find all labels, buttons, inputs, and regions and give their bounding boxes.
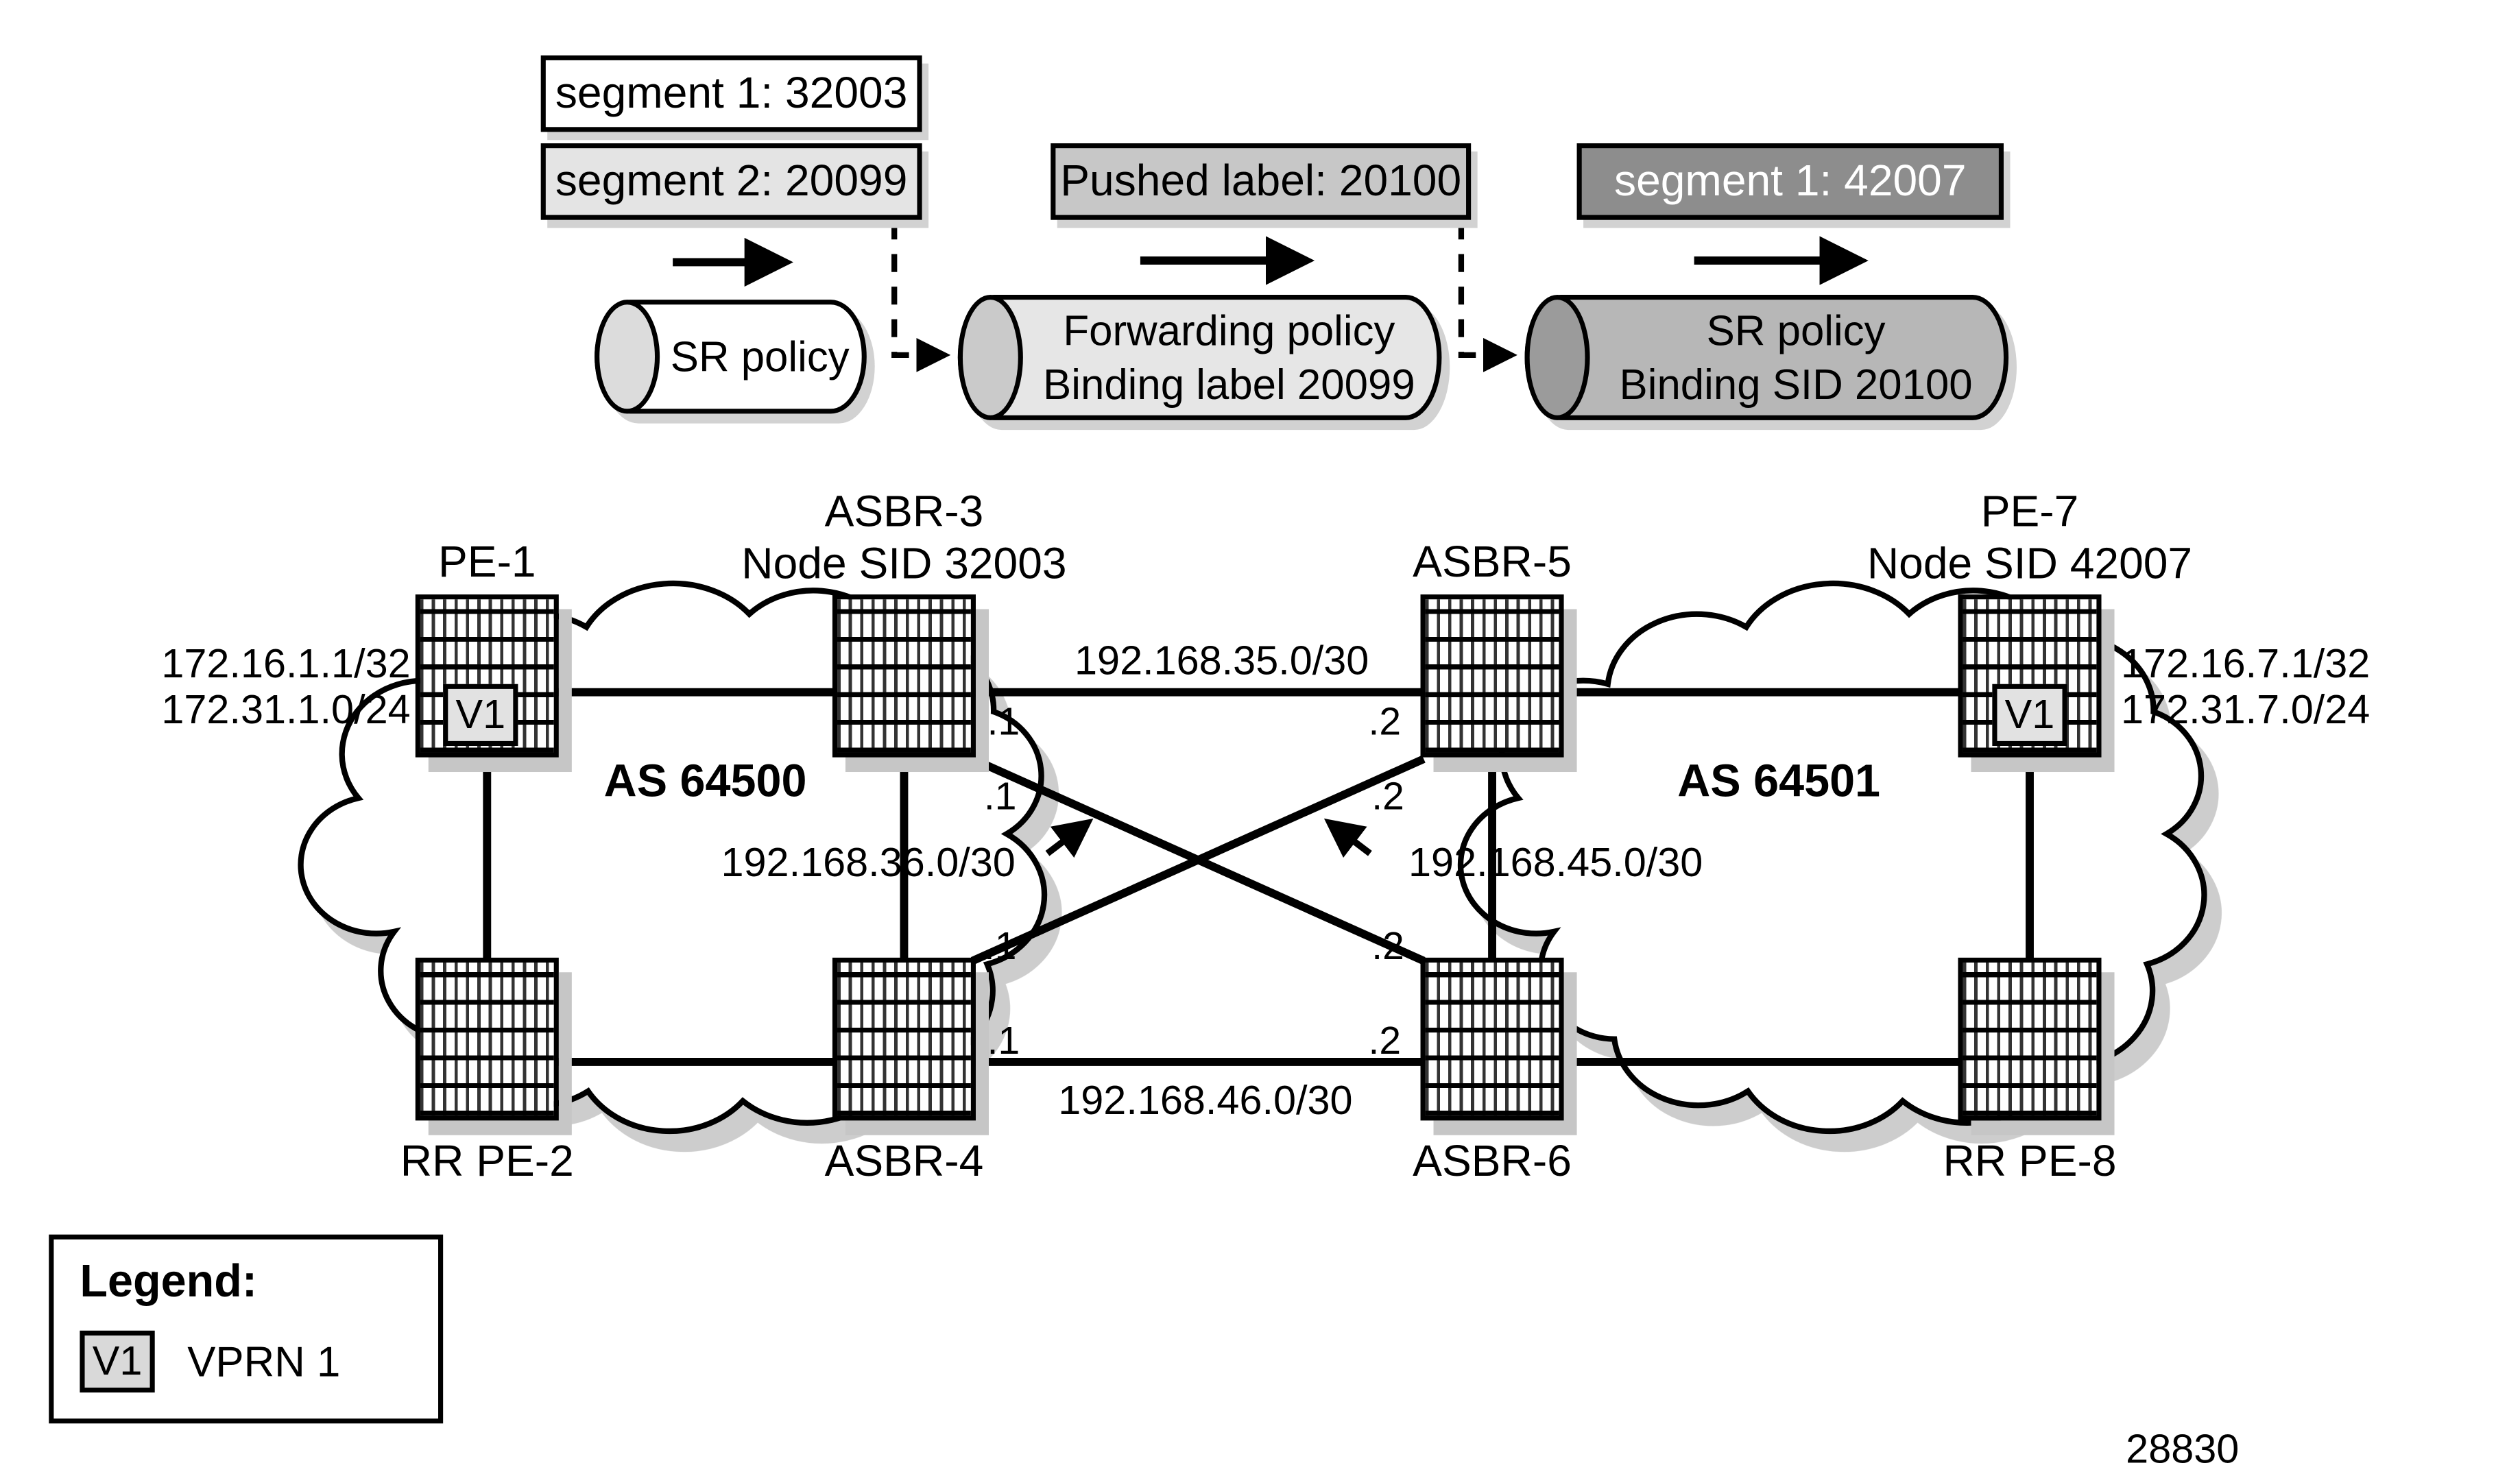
if-asbr5-link45: .2 bbox=[1371, 775, 1404, 819]
cylinder-cap-icon bbox=[957, 294, 1023, 420]
legend-vprn-badge: V1 bbox=[80, 1330, 155, 1393]
if-asbr4-link45: .1 bbox=[983, 925, 1017, 969]
router-pe7-icon: V1 bbox=[1958, 594, 2102, 758]
segment1-42007-box: segment 1: 42007 bbox=[1576, 143, 2004, 220]
sr-policy-cylinder-right-line1: SR policy bbox=[1706, 306, 1886, 355]
legend-row: V1 VPRN 1 bbox=[80, 1330, 412, 1393]
router-label-asbr6: ASBR-6 bbox=[1413, 1137, 1572, 1186]
router-label-rrpe2: RR PE-2 bbox=[400, 1137, 574, 1186]
ip-pe1-vprn: 172.31.1.0/24 bbox=[161, 687, 411, 734]
pe7-vprn-badge: V1 bbox=[1992, 684, 2067, 747]
sr-policy-cylinder-right-line2: Binding SID 20100 bbox=[1619, 359, 1973, 409]
segment1-42007-box-text: segment 1: 42007 bbox=[1613, 156, 1967, 206]
pushed-label-box-text: Pushed label: 20100 bbox=[1060, 156, 1462, 206]
if-asbr4-link46: .1 bbox=[987, 1019, 1020, 1064]
subnet-label-192-168-45: 192.168.45.0/30 bbox=[1408, 840, 1703, 886]
if-asbr3-link35: .1 bbox=[987, 700, 1020, 745]
dashed-connector-pushed-label-to-sr-policy bbox=[1458, 221, 1517, 372]
subnet-label-192-168-46: 192.168.46.0/30 bbox=[1058, 1078, 1353, 1124]
router-asbr5-icon bbox=[1420, 594, 1564, 758]
pe1-vprn-badge: V1 bbox=[443, 684, 518, 747]
sr-policy-cylinder-left-text: SR policy bbox=[670, 332, 850, 381]
if-asbr6-link36: .2 bbox=[1371, 925, 1404, 969]
pe7-vprn-badge-text: V1 bbox=[2004, 691, 2055, 737]
router-asbr3-icon bbox=[832, 594, 976, 758]
segment2-box: segment 2: 20099 bbox=[540, 143, 922, 220]
router-asbr6-icon bbox=[1420, 957, 1564, 1121]
if-asbr3-link36: .1 bbox=[983, 775, 1017, 819]
router-label-pe7-name: PE-7 bbox=[1980, 487, 2079, 536]
sr-policy-cylinder-left: SR policy bbox=[595, 300, 867, 414]
pushed-label-box: Pushed label: 20100 bbox=[1051, 143, 1472, 220]
legend-box: Legend: V1 VPRN 1 bbox=[49, 1234, 444, 1424]
ip-pe1-system: 172.16.1.1/32 bbox=[161, 641, 411, 688]
sr-policy-cylinder-right: SR policy Binding SID 20100 bbox=[1524, 294, 2009, 420]
pointer-arrow-192-168-45 bbox=[1323, 818, 1372, 858]
router-rrpe8-icon bbox=[1958, 957, 2102, 1121]
subnet-label-192-168-35: 192.168.35.0/30 bbox=[1075, 638, 1369, 684]
if-asbr5-link35: .2 bbox=[1368, 700, 1402, 745]
router-label-pe7: PE-7 Node SID 42007 bbox=[1834, 487, 2225, 590]
segment1-box-text: segment 1: 32003 bbox=[555, 68, 908, 118]
forwarding-policy-cylinder: Forwarding policy Binding label 20099 bbox=[957, 294, 1442, 420]
if-asbr6-link46: .2 bbox=[1368, 1019, 1402, 1064]
router-label-asbr5: ASBR-5 bbox=[1413, 537, 1572, 587]
forwarding-policy-cylinder-line2: Binding label 20099 bbox=[1043, 359, 1415, 409]
router-label-asbr3-name: ASBR-3 bbox=[824, 487, 984, 536]
figure-number: 28830 bbox=[2126, 1427, 2240, 1473]
legend-vprn-label: VPRN 1 bbox=[187, 1336, 341, 1386]
link-asbr4-asbr5 bbox=[970, 755, 1426, 965]
segment2-box-text: segment 2: 20099 bbox=[555, 156, 908, 206]
ip-pe7-system: 172.16.7.1/32 bbox=[2121, 641, 2371, 688]
router-label-rrpe8: RR PE-8 bbox=[1943, 1137, 2117, 1186]
cylinder-cap-icon bbox=[595, 300, 660, 414]
as64500-label: AS 64500 bbox=[603, 756, 807, 806]
router-label-asbr3-sid: Node SID 32003 bbox=[741, 538, 1067, 588]
router-label-pe7-sid: Node SID 42007 bbox=[1867, 538, 2193, 588]
as64501-label: AS 64501 bbox=[1677, 756, 1881, 806]
router-label-asbr4: ASBR-4 bbox=[824, 1137, 984, 1186]
router-label-asbr3: ASBR-3 Node SID 32003 bbox=[708, 487, 1099, 590]
forwarding-policy-cylinder-line1: Forwarding policy bbox=[1063, 306, 1395, 355]
legend-title: Legend: bbox=[80, 1255, 258, 1307]
router-label-pe1: PE-1 bbox=[437, 537, 536, 587]
dashed-connector-segment2-to-forwarding-policy bbox=[891, 221, 951, 372]
ip-pe7-vprn: 172.31.7.0/24 bbox=[2121, 687, 2371, 734]
pe1-vprn-badge-text: V1 bbox=[455, 691, 506, 737]
legend-vprn-badge-text: V1 bbox=[92, 1338, 143, 1384]
pointer-arrow-192-168-36 bbox=[1045, 818, 1094, 858]
router-rrpe2-icon bbox=[415, 957, 559, 1121]
router-asbr4-icon bbox=[832, 957, 976, 1121]
cylinder-cap-icon bbox=[1524, 294, 1590, 420]
segment1-box: segment 1: 32003 bbox=[540, 55, 922, 132]
subnet-label-192-168-36: 192.168.36.0/30 bbox=[721, 840, 1016, 886]
router-pe1-icon: V1 bbox=[415, 594, 559, 758]
